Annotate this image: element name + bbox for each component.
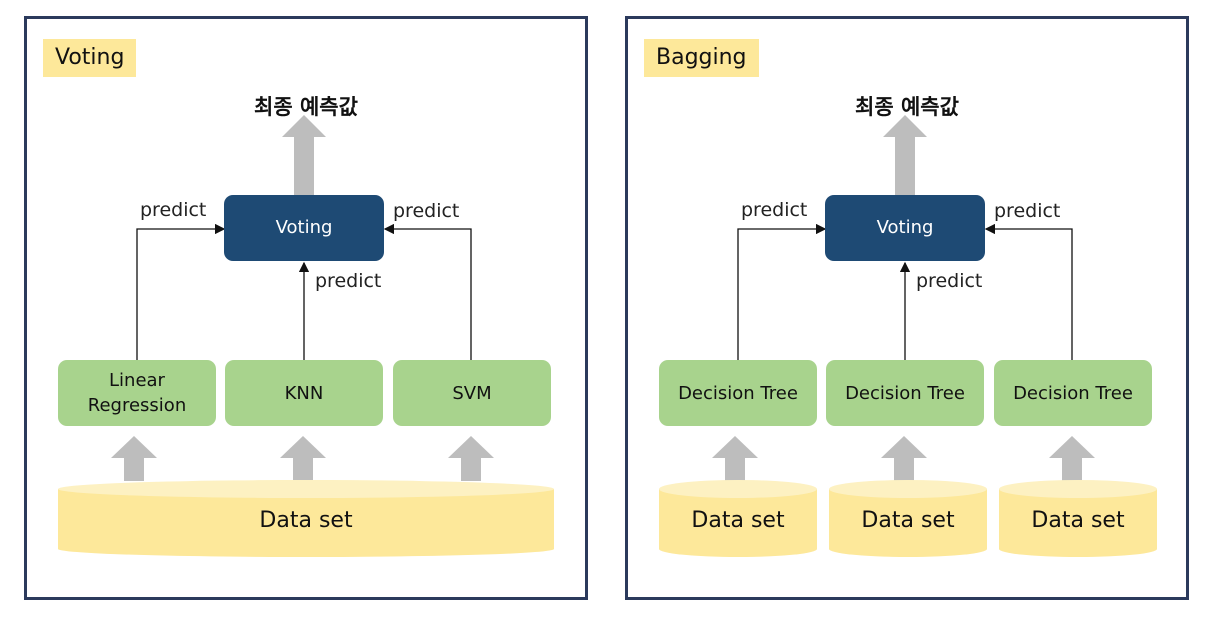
voting-panel: Voting 최종 예측값 predict predict predict Vo… (24, 16, 588, 600)
dataset-cylinder (58, 480, 554, 557)
connector-layer (58, 115, 554, 557)
input-up-arrow (1049, 436, 1095, 481)
predict-label-right: predict (994, 200, 1061, 222)
predict-label-middle: predict (315, 270, 382, 292)
bagging-panel: Bagging 최종 예측값 predict pr (625, 16, 1189, 600)
input-up-arrow (280, 436, 326, 481)
dataset-label: Data set (861, 507, 955, 533)
panel-tag: Voting (43, 39, 137, 77)
predict-label-right: predict (393, 200, 460, 222)
model-box-knn: KNN (225, 360, 383, 426)
dataset-cylinder (659, 480, 817, 557)
final-prediction-label: 최종 예측값 (254, 95, 358, 119)
model-box-linear-regression: Linear Regression (58, 360, 216, 426)
model-box-decision-tree: Decision Tree (994, 360, 1152, 426)
output-up-arrow (883, 115, 927, 195)
final-prediction-label: 최종 예측값 (855, 95, 959, 119)
connector-right (984, 223, 1073, 360)
connector-left (136, 223, 226, 360)
voting-box: Voting (825, 195, 985, 261)
voting-box: Voting (224, 195, 384, 261)
input-up-arrow (712, 436, 758, 481)
model-box-decision-tree: Decision Tree (826, 360, 984, 426)
input-up-arrow (111, 436, 157, 481)
panel-tag: Bagging (644, 39, 759, 77)
input-up-arrow (881, 436, 927, 481)
dataset-label: Data set (1031, 507, 1125, 533)
model-box-svm: SVM (393, 360, 551, 426)
predict-label-left: predict (741, 199, 808, 221)
output-up-arrow (282, 115, 326, 195)
connector-right (383, 223, 472, 360)
model-box-decision-tree: Decision Tree (659, 360, 817, 426)
dataset-label: Data set (691, 507, 785, 533)
input-up-arrow (448, 436, 494, 481)
predict-label-left: predict (140, 199, 207, 221)
dataset-cylinder (999, 480, 1157, 557)
predict-label-middle: predict (916, 270, 983, 292)
connector-layer (659, 115, 1157, 557)
dataset-label: Data set (259, 507, 353, 533)
connector-left (737, 223, 827, 360)
dataset-cylinder (829, 480, 987, 557)
